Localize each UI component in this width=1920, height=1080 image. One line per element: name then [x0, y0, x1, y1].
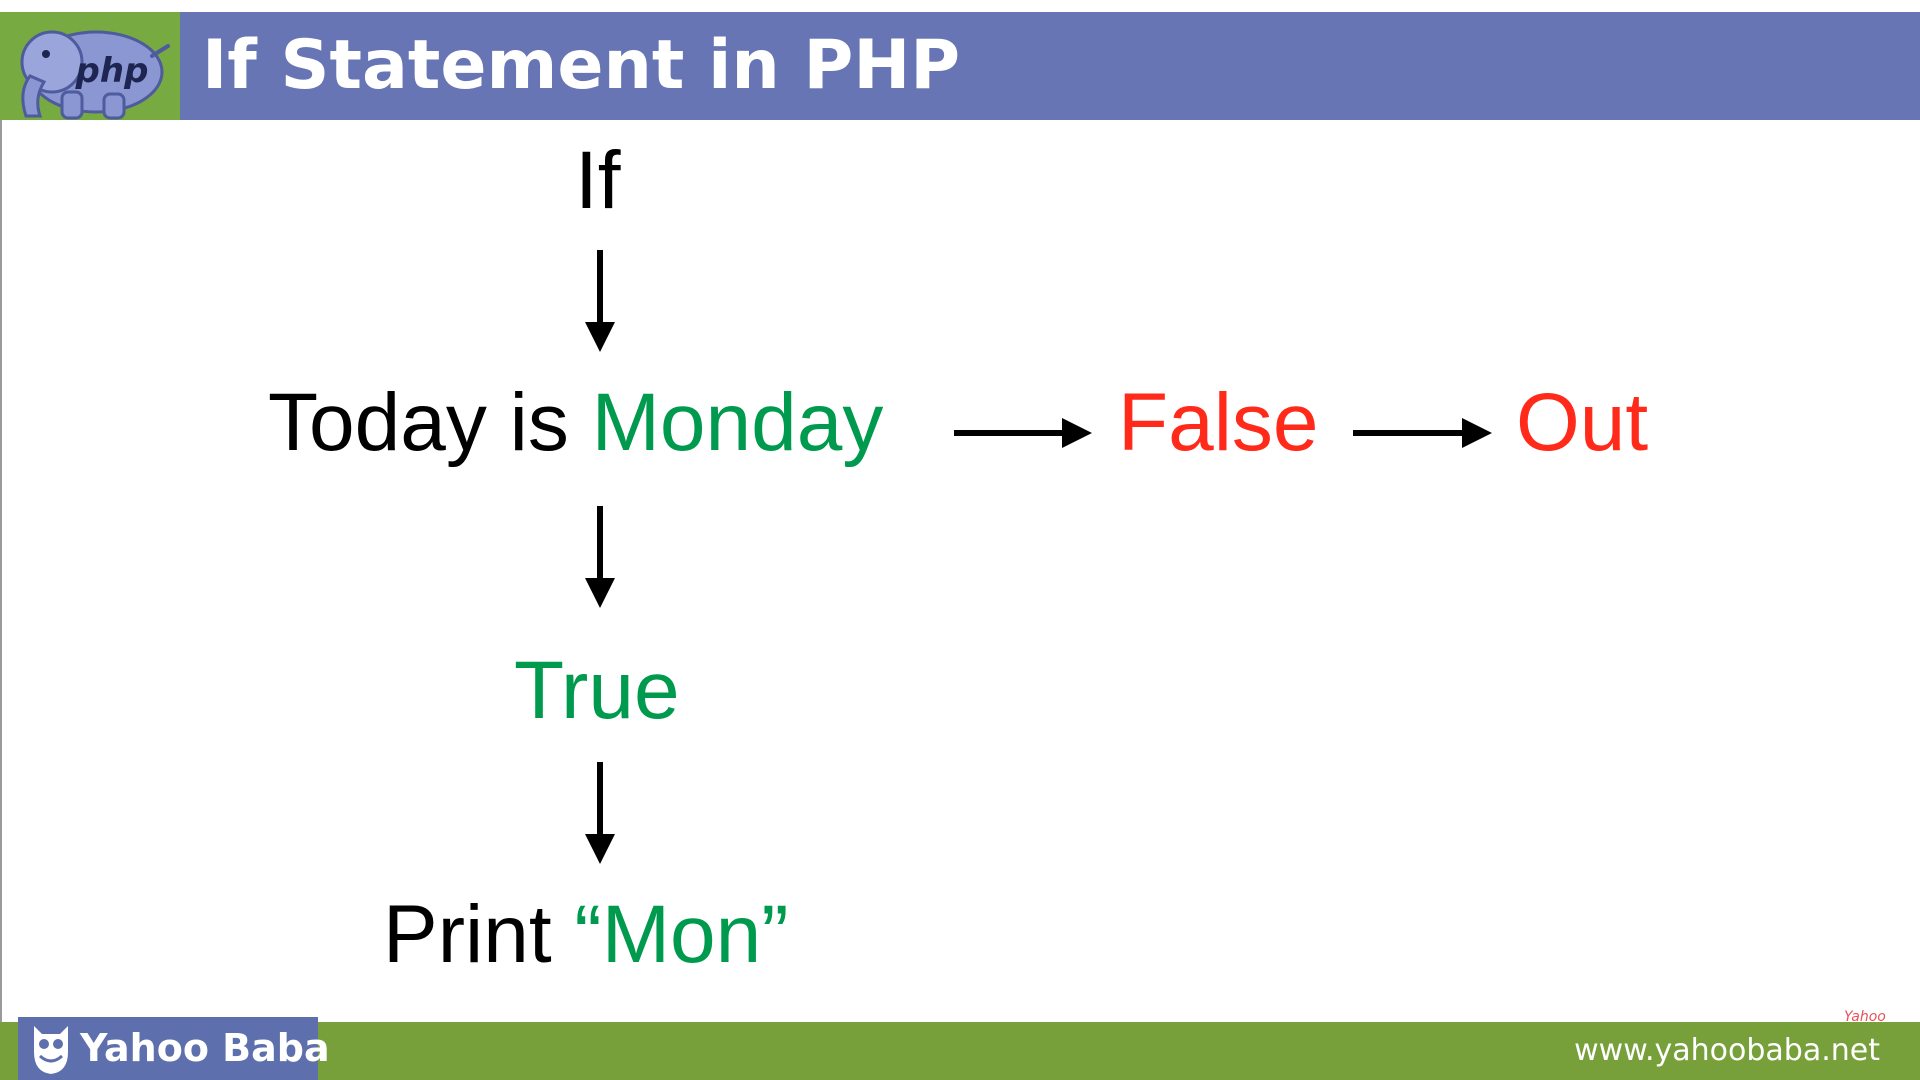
php-elephant-icon: php [20, 30, 170, 120]
page-title: If Statement in PHP [202, 26, 961, 105]
brand-badge [18, 1017, 318, 1080]
owl-icon [34, 1026, 68, 1074]
node-print: Print “Mon” [383, 894, 789, 976]
node-if: If [575, 135, 621, 226]
logo-text: php [75, 51, 149, 91]
condition-value: Monday [591, 377, 884, 468]
node-condition: Today is Monday [268, 382, 883, 464]
php-logo: php [0, 12, 180, 120]
condition-prefix: Today is [268, 377, 569, 468]
node-true: True [514, 645, 680, 736]
corner-watermark: Yahoo [1844, 1009, 1886, 1025]
footer-bar [0, 1022, 1920, 1080]
brand-name: Yahoo Baba [80, 1026, 330, 1070]
print-prefix: Print [383, 889, 552, 980]
print-value: “Mon” [574, 889, 789, 980]
node-out: Out [1516, 377, 1649, 468]
header-bar [0, 12, 1920, 120]
left-divider [0, 120, 2, 1022]
site-url[interactable]: www.yahoobaba.net [1574, 1033, 1880, 1068]
node-false: False [1118, 377, 1319, 468]
